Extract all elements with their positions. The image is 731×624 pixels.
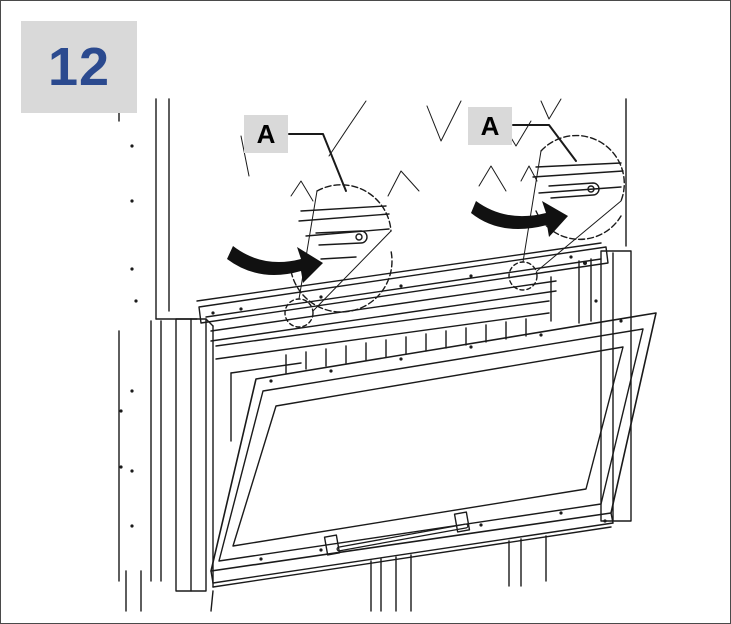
door-handle [323, 511, 471, 556]
left-side-panel [118, 98, 162, 582]
rotate-arrow-icon [227, 246, 323, 283]
firebox [215, 300, 550, 442]
callout-a-left: A [244, 115, 288, 153]
zoom-lines [298, 150, 622, 312]
callout-label: A [480, 110, 500, 141]
callout-a-right: A [468, 107, 512, 145]
rotate-arrow-icon [471, 201, 568, 237]
detail-circle-left [290, 184, 393, 313]
top-rail [198, 246, 609, 342]
step-number: 12 [47, 37, 111, 97]
motion-lines [240, 98, 562, 202]
outer-frame [175, 250, 632, 592]
callout-leaders [288, 124, 577, 192]
fastener-dots [119, 144, 623, 561]
upper-panel [155, 98, 627, 320]
base [125, 526, 612, 612]
callout-label: A [256, 118, 276, 149]
step-number-box: 12 [21, 21, 137, 113]
open-door [210, 312, 657, 584]
